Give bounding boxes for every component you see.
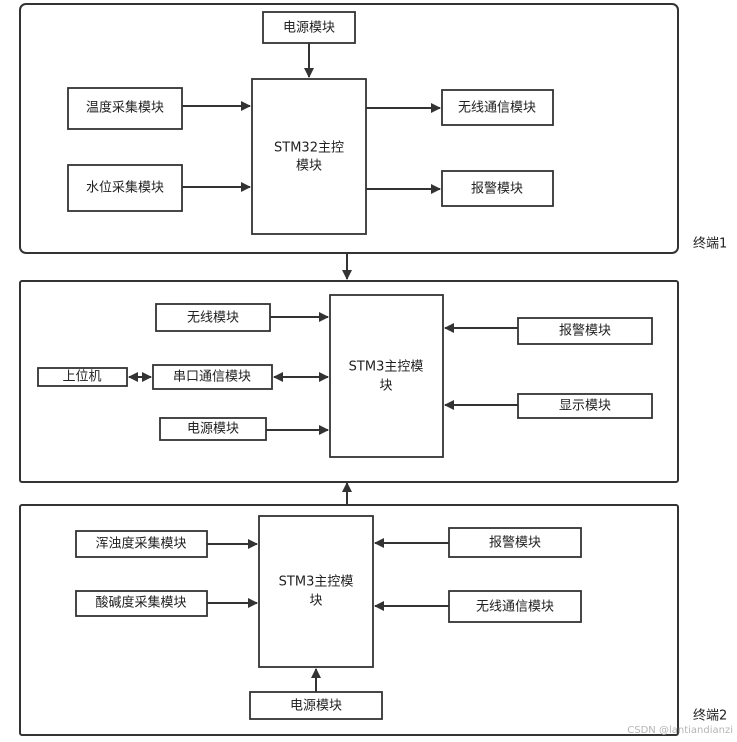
t1-water-level-label: 水位采集模块 xyxy=(86,180,164,196)
t2-turbidity-label: 浑浊度采集模块 xyxy=(95,536,186,552)
t2-power-label: 电源模块 xyxy=(290,699,342,714)
t2-power-module xyxy=(249,691,383,720)
t1-alarm-module xyxy=(441,170,554,207)
gw-controller-line1: STM3主控模 xyxy=(349,360,424,375)
t1-controller-line1: STM32主控 xyxy=(274,141,344,156)
gw-stm3-controller xyxy=(329,294,444,458)
t2-controller-line1: STM3主控模 xyxy=(279,575,354,590)
gw-wireless-label: 无线模块 xyxy=(187,311,239,326)
t1-stm32-controller xyxy=(251,78,367,235)
gw-power-label: 电源模块 xyxy=(187,422,239,437)
t1-controller-line2: 模块 xyxy=(296,159,322,174)
t2-stm3-controller xyxy=(258,515,374,668)
gw-host-pc xyxy=(37,367,128,387)
gw-display-label: 显示模块 xyxy=(559,399,611,414)
terminal2-container xyxy=(19,504,679,736)
terminal1-container xyxy=(19,3,679,254)
t2-alarm-module xyxy=(448,527,582,558)
gw-host-label: 上位机 xyxy=(62,370,101,385)
gateway-container xyxy=(19,280,679,483)
t2-ph-label: 酸碱度采集模块 xyxy=(95,595,186,611)
t1-alarm-label: 报警模块 xyxy=(471,181,523,197)
gw-alarm-label: 报警模块 xyxy=(559,323,611,339)
t2-alarm-label: 报警模块 xyxy=(489,535,541,551)
t1-wireless-comm-module xyxy=(441,89,554,126)
gw-serial-comm-module xyxy=(152,364,273,390)
t1-temperature-label: 温度采集模块 xyxy=(86,100,164,116)
gw-serial-comm-label: 串口通信模块 xyxy=(173,370,251,385)
gw-controller-line2: 块 xyxy=(379,379,392,394)
t2-wireless-comm-module xyxy=(448,590,582,623)
t2-ph-module xyxy=(75,590,208,617)
terminal2-label: 终端2 xyxy=(693,708,727,724)
t1-power-label: 电源模块 xyxy=(283,21,335,36)
t2-controller-line2: 块 xyxy=(309,594,322,609)
t2-wireless-comm-label: 无线通信模块 xyxy=(476,600,554,615)
gw-alarm-module xyxy=(517,317,653,345)
watermark: CSDN @lantiandianzi xyxy=(627,725,733,736)
t1-temperature-module xyxy=(67,87,183,130)
terminal1-label: 终端1 xyxy=(693,236,727,252)
t1-wireless-comm-label: 无线通信模块 xyxy=(458,101,536,116)
